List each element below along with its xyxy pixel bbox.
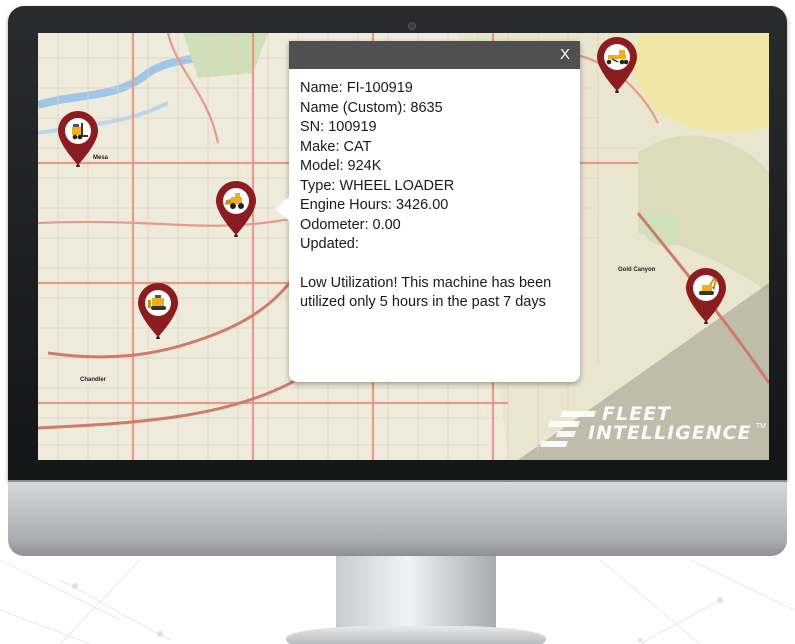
close-icon[interactable]: X [559, 46, 570, 63]
map-screen[interactable]: Mesa Chandler Gold Canyon [38, 33, 769, 460]
excavator-icon [693, 275, 719, 301]
logo-speed-stripes-icon [540, 411, 596, 447]
popup-body: Name: FI-100919 Name (Custom): 8635 SN: … [300, 79, 570, 313]
motor-grader-icon [604, 44, 630, 70]
bulldozer-icon [145, 290, 171, 316]
fleet-intelligence-logo: FLEET INTELLIGENCE TM [540, 405, 768, 455]
asset-model: Model: 924K [300, 158, 382, 174]
logo-text: FLEET INTELLIGENCE [588, 405, 752, 443]
asset-marker-motor-grader[interactable] [595, 35, 639, 93]
asset-name: Name: FI-100919 [300, 80, 413, 96]
asset-marker-excavator[interactable] [684, 266, 728, 324]
monitor-stand-base [286, 626, 546, 644]
map-label-gold-canyon: Gold Canyon [618, 267, 656, 273]
asset-odometer: Odometer: 0.00 [300, 216, 401, 233]
monitor-chin [8, 480, 787, 556]
popup-pointer [275, 197, 289, 221]
asset-serial-number: SN: 100919 [300, 119, 377, 135]
utilization-alert: Low Utilization! This machine has been u… [300, 274, 552, 311]
logo-line-intelligence: INTELLIGENCE [588, 422, 752, 444]
map-label-chandler: Chandler [80, 377, 107, 383]
asset-make: Make: CAT [300, 138, 372, 155]
wheel-loader-icon [223, 188, 249, 214]
trademark-symbol: TM [755, 423, 766, 430]
asset-custom-name: Name (Custom): 8635 [300, 99, 443, 116]
asset-marker-bulldozer[interactable] [136, 281, 180, 339]
logo-line-fleet: FLEET [602, 403, 672, 425]
monitor-stand [336, 556, 496, 630]
forklift-icon [65, 118, 91, 144]
map-label-mesa: Mesa [93, 155, 109, 161]
asset-marker-wheel-loader[interactable] [214, 179, 258, 237]
chin-divider [8, 480, 787, 482]
asset-engine-hours: Engine Hours: 3426.00 [300, 197, 449, 213]
asset-info-popup[interactable]: X Name: FI-100919 Name (Custom): 8635 SN… [275, 41, 580, 382]
asset-marker-forklift[interactable] [56, 109, 100, 167]
webcam [408, 22, 416, 30]
asset-type: Type: WHEEL LOADER [300, 177, 455, 194]
popup-header: X [289, 41, 580, 69]
asset-updated: Updated: [300, 236, 359, 252]
